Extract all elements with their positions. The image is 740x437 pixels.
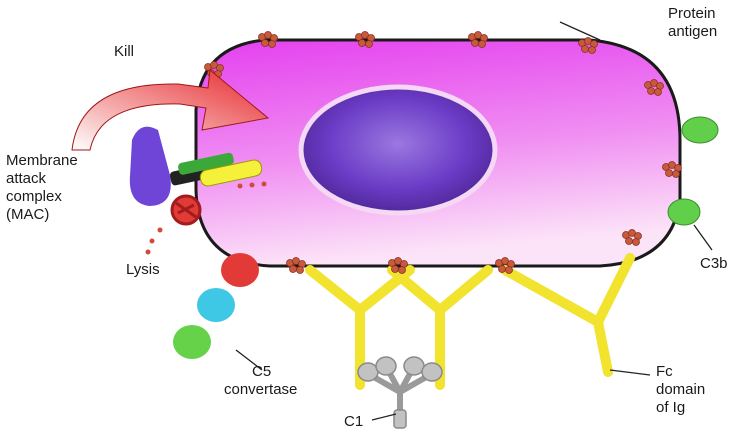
c1-complex — [358, 357, 442, 428]
c1-label: C1 — [344, 413, 363, 430]
mac-label-line2: attack — [6, 170, 47, 187]
c3b-molecule-1 — [682, 117, 718, 143]
c5-cyan-subunit — [197, 288, 235, 322]
protein-antigen-label-line1: Protein — [668, 5, 716, 22]
antibody-3 — [505, 258, 630, 372]
antibodies — [310, 258, 630, 385]
c3b-label: C3b — [700, 255, 728, 272]
c5-convertase-label-line1: C5 — [252, 363, 271, 380]
mac-label-line4: (MAC) — [6, 206, 49, 223]
fc-domain-label-line2: domain — [656, 381, 705, 398]
lysis-label: Lysis — [126, 261, 160, 278]
c3b-molecule-2 — [668, 199, 700, 225]
kill-label: Kill — [114, 43, 134, 60]
mac-red-pore — [172, 196, 200, 224]
fc-domain-label-line3: of Ig — [656, 399, 685, 416]
fc-domain-label-line1: Fc — [656, 363, 673, 380]
mac-label-line1: Membrane — [6, 152, 78, 169]
mac-label-line3: complex — [6, 188, 62, 205]
c5-red-subunit — [221, 253, 259, 287]
mac-blue-subunit — [130, 127, 171, 206]
protein-antigen-label-line2: antigen — [668, 23, 717, 40]
c5-green-subunit — [173, 325, 211, 359]
c5-convertase-label-line2: convertase — [224, 381, 297, 398]
